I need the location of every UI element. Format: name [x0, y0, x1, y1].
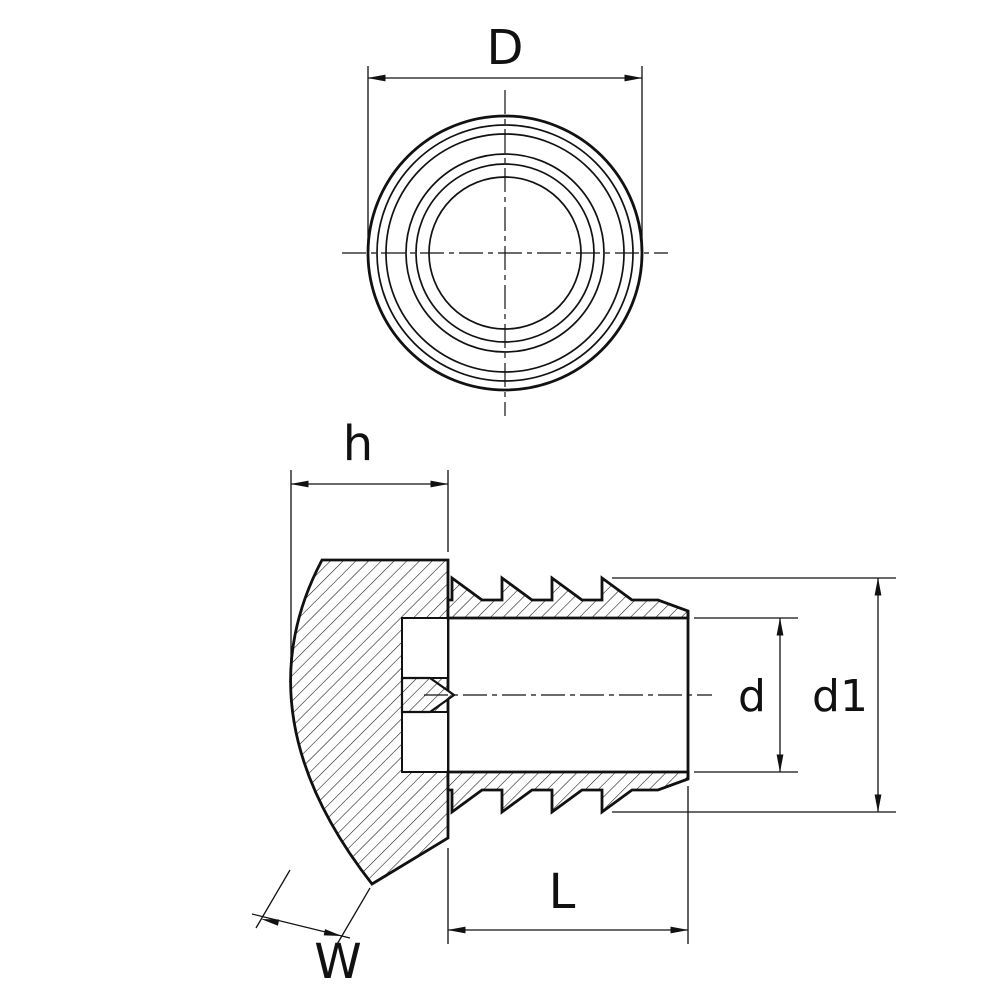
side-section-view	[289, 558, 712, 886]
barbed-wall-top	[446, 575, 690, 620]
cap-cavity-bottom	[401, 711, 449, 773]
dimension-W: W	[251, 869, 371, 990]
dim-label-d1: d1	[812, 671, 868, 722]
dimension-D: D	[367, 20, 643, 246]
dim-label-L: L	[549, 864, 576, 920]
barbed-wall-bottom	[446, 770, 690, 815]
dim-label-h: h	[343, 416, 373, 472]
dimension-h: h	[290, 416, 449, 664]
dimension-L: L	[447, 786, 689, 944]
dim-label-D: D	[487, 20, 524, 76]
dim-label-W: W	[314, 934, 361, 990]
extension-line	[255, 869, 291, 929]
dimension-d1: d1	[612, 577, 896, 813]
dimension-d: d	[694, 617, 798, 773]
dimension-arrow	[323, 929, 342, 936]
sleeve-outer-circle	[405, 153, 605, 353]
dimension-arrow	[261, 919, 280, 926]
front-view	[342, 90, 668, 416]
outer-rim-circle	[366, 114, 644, 392]
cap-cavity-top	[401, 617, 449, 679]
dim-label-d: d	[738, 671, 766, 722]
